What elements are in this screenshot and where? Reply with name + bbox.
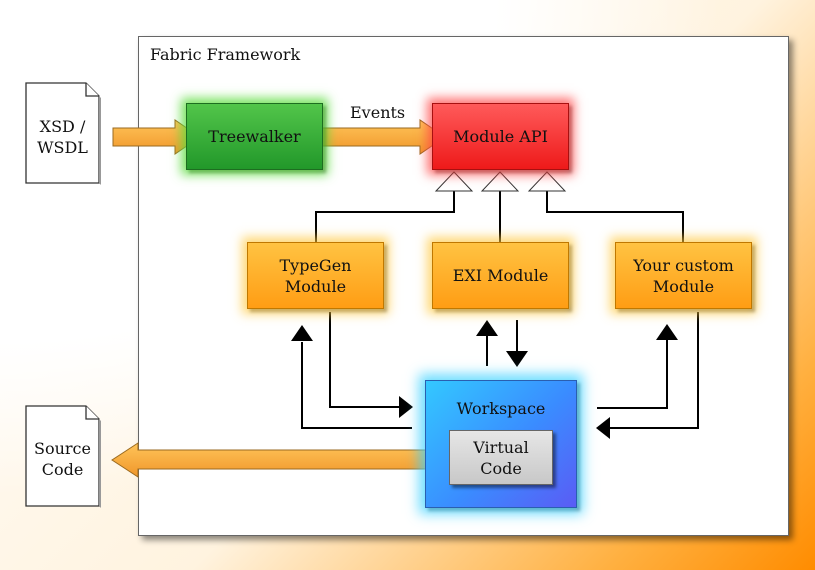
source-code-document-icon [25,405,101,508]
module-api-node: Module API [432,103,569,170]
typegen-to-workspace-line [329,312,400,408]
output-flow-arrow [111,442,461,478]
custom-module-node: Your custom Module [615,242,752,309]
inherit-triangle-right [527,171,567,192]
events-flow-arrow [315,119,446,155]
arrowhead-to-custom [656,324,678,340]
arrowhead-to-workspace-custom [596,417,610,439]
virtual-code-label: Virtual Code [473,437,529,478]
exi-module-label: EXI Module [452,266,549,285]
arrowhead-to-typegen [291,325,313,341]
treewalker-node: Treewalker [186,103,323,170]
arrowhead-to-exi [476,320,498,336]
xsd-wsdl-label: XSD / WSDL [37,117,88,157]
inherit-triangle-center [480,171,520,192]
custom-to-workspace-line [608,312,699,429]
virtual-code-node: Virtual Code [449,430,553,485]
workspace-label: Workspace [456,399,546,418]
workspace-to-custom-line [597,340,668,409]
custom-inherit-line [546,191,684,242]
module-api-label: Module API [453,127,548,146]
frame-title: Fabric Framework [150,45,301,64]
events-label: Events [350,103,406,122]
arrowhead-to-workspace-typegen [399,396,413,418]
inherit-triangle-left [434,171,474,192]
exi-module-node: EXI Module [432,242,569,309]
xsd-wsdl-document-icon [25,82,101,185]
arrowhead-to-workspace-exi [506,351,528,367]
workspace-to-typegen-line [301,342,412,429]
typegen-module-node: TypeGen Module [247,242,384,309]
typegen-module-label: TypeGen Module [279,255,352,296]
typegen-inherit-line [315,191,455,242]
source-code-label: Source Code [34,439,91,479]
custom-module-label: Your custom Module [633,255,734,296]
treewalker-label: Treewalker [208,127,301,146]
